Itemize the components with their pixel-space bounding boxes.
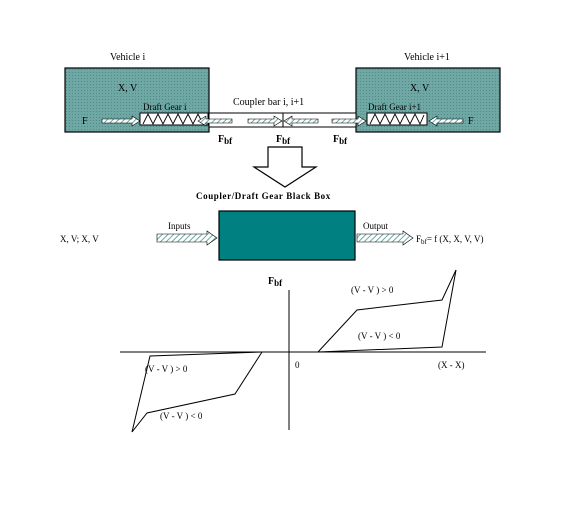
- origin-label: 0: [295, 360, 300, 370]
- vehicle-right-title: Vehicle i+1: [404, 52, 450, 63]
- vehicle-right-body: [355, 67, 501, 133]
- lower-unloading-curve: [131, 351, 263, 433]
- inputs-expression: X, V; X, V: [60, 234, 99, 244]
- coupler-force-arrow-2: [247, 115, 283, 127]
- force-left-arrow: [101, 115, 141, 127]
- upper-unloading-curve: [317, 269, 457, 353]
- inputs-label: Inputs: [168, 221, 191, 231]
- vehicle-left-title: Vehicle i: [110, 52, 145, 63]
- coupler-label: Coupler bar i, i+1: [233, 97, 304, 108]
- vehicle-left-state: X, V: [118, 83, 138, 94]
- lower-unloading-label: (V - V ) < 0: [160, 411, 203, 421]
- lower-loading-label: (V - V ) > 0: [145, 364, 188, 374]
- output-arrow: [356, 230, 414, 246]
- coupler-force-label-2: Fbf: [276, 134, 291, 146]
- black-box-title: Coupler/Draft Gear Black Box: [196, 191, 331, 201]
- upper-loading-label: (V - V ) > 0: [351, 285, 394, 295]
- coupler-force-label-3: Fbf: [333, 134, 348, 146]
- coupler-force-arrow-4: [331, 115, 367, 127]
- draft-gear-right-spring: [369, 112, 425, 126]
- output-label: Output: [363, 221, 389, 231]
- y-axis-label: Fbf: [268, 276, 283, 288]
- coupler-force-arrow-3: [283, 115, 319, 127]
- draft-gear-left-spring: [142, 112, 204, 126]
- upper-unloading-label: (V - V ) < 0: [358, 331, 401, 341]
- x-axis-label: (X - X): [438, 360, 465, 370]
- coupler-force-arrow-1: [197, 115, 233, 127]
- black-box: [218, 210, 356, 261]
- lower-loading-curve: [131, 351, 263, 433]
- upper-loading-curve: [317, 269, 457, 353]
- coupler-force-label-1: Fbf: [218, 134, 233, 146]
- vehicle-right-state: X, V: [410, 83, 430, 94]
- force-right-label: F: [468, 116, 474, 127]
- vehicle-left-draft-gear-label: Draft Gear i: [143, 102, 187, 112]
- down-arrow: [251, 146, 319, 188]
- inputs-arrow: [156, 230, 218, 246]
- vehicle-right-draft-gear-label: Draft Gear i+1: [368, 102, 421, 112]
- output-expression: Fbf= f (X, X, V, V): [416, 234, 483, 246]
- force-right-arrow: [428, 115, 464, 127]
- force-left-label: F: [82, 116, 88, 127]
